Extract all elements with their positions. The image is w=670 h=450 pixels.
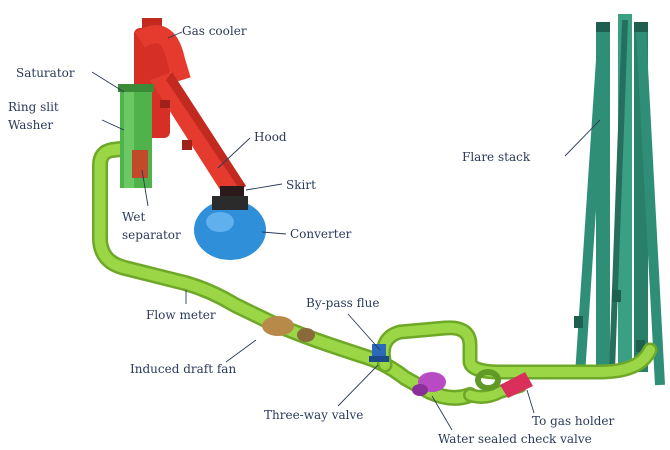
- saturator-label: Saturator: [16, 66, 75, 80]
- three-way-valve: [369, 344, 389, 362]
- induced-draft-fan-label: Induced draft fan: [130, 362, 236, 376]
- skirt-label: Skirt: [286, 178, 316, 192]
- converter-label: Converter: [290, 227, 351, 241]
- to-gas-holder-label: To gas holder: [532, 414, 614, 428]
- wet-separator-label-line2: separator: [122, 228, 181, 242]
- bypass-flue-label: By-pass flue: [306, 296, 379, 310]
- converter: [194, 196, 266, 260]
- water-sealed-check-valve-label: Water sealed check valve: [438, 432, 592, 446]
- ring-slit-washer-label-line1: Ring slit: [8, 100, 59, 114]
- three-way-valve-label: Three-way valve: [264, 408, 363, 422]
- gas-cooler-label: Gas cooler: [182, 24, 247, 38]
- flare-stack-label: Flare stack: [462, 150, 530, 164]
- flare-stack: [574, 14, 660, 385]
- saturator-column: [118, 84, 154, 188]
- hood-label: Hood: [254, 130, 287, 144]
- loop-coil: [478, 372, 498, 388]
- wet-separator-label-line1: Wet: [122, 210, 145, 224]
- ring-slit-washer-label-line2: Washer: [8, 118, 53, 132]
- flow-meter-label: Flow meter: [146, 308, 216, 322]
